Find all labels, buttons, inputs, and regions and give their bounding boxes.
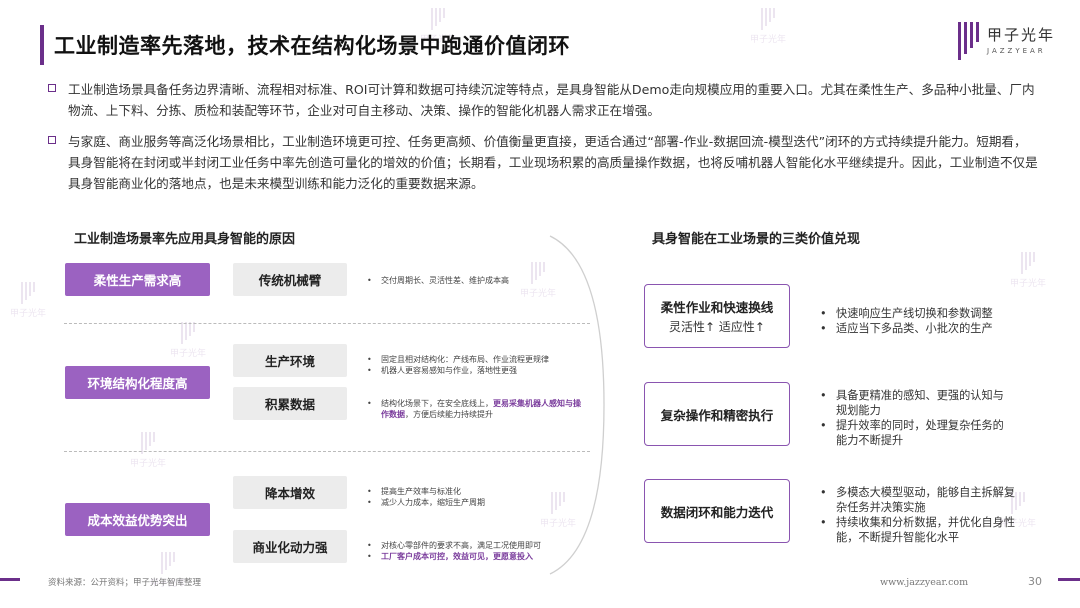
note-item: 适应当下多品类、小批次的生产 — [820, 321, 1020, 336]
reason-label-flexible-production: 柔性生产需求高 — [65, 263, 210, 296]
intro-text-2: 与家庭、商业服务等高泛化场景相比，工业制造环境更可控、任务更高频、价值衡量更直接… — [68, 134, 1038, 191]
square-bullet-icon — [48, 84, 56, 92]
watermark-logo: 甲子光年 — [10, 282, 46, 319]
left-section-title: 工业制造场景率先应用具身智能的原因 — [74, 232, 296, 247]
factor-cost-reduction: 降本增效 — [233, 476, 347, 509]
intro-bullet-1: 工业制造场景具备任务边界清晰、流程相对标准、ROI可计算和数据可持续沉淀等特点，… — [48, 79, 1038, 121]
brand-logo: 甲子光年 JAZZYEAR — [958, 22, 1055, 60]
value-notes-complex-operation: 具备更精准的感知、更强的认知与规划能力 提升效率的同时，处理复杂任务的能力不断提… — [820, 388, 1012, 448]
value-box-flexible-operation: 柔性作业和快速换线 灵活性↑ 适应性↑ — [644, 284, 790, 348]
factor-traditional-robot-arm: 传统机械臂 — [233, 263, 347, 296]
value-notes-data-loop: 多模态大模型驱动，能够自主拆解复杂任务并决策实施 持续收集和分析数据，并优化自身… — [820, 485, 1018, 545]
title-accent-bar — [40, 25, 44, 65]
value-notes-flexible-operation: 快速响应生产线切换和参数调整 适应当下多品类、小批次的生产 — [820, 306, 1020, 336]
footer-source: 资料来源：公开资料；甲子光年智库整理 — [48, 578, 202, 588]
note-item: 对核心零部件的要求不高，满足工况使用即可 — [367, 540, 582, 551]
watermark-logo: 甲子光年 — [1010, 252, 1046, 289]
note-text: 结构化场景下，在安全底线上， — [381, 399, 493, 408]
logo-text-en: JAZZYEAR — [987, 47, 1046, 55]
note-item: 工厂客户成本可控，效益可见，更愿意投入 — [367, 551, 582, 562]
square-bullet-icon — [48, 136, 56, 144]
notes-commercial-drive: 对核心零部件的要求不高，满足工况使用即可 工厂客户成本可控，效益可见，更愿意投入 — [367, 540, 582, 562]
divider — [64, 451, 590, 452]
value-name: 数据闭环和能力迭代 — [660, 504, 774, 520]
notes-cost-reduction: 提高生产效率与标准化 减少人力成本，缩短生产周期 — [367, 486, 582, 508]
notes-production-environment: 固定且相对结构化：产线布局、作业流程更规律 机器人更容易感知与作业，落地性更强 — [367, 354, 582, 376]
note-item: 快速响应生产线切换和参数调整 — [820, 306, 1020, 321]
value-sub: 灵活性↑ 适应性↑ — [669, 320, 765, 334]
note-item: 具备更精准的感知、更强的认知与规划能力 — [820, 388, 1012, 418]
divider — [64, 323, 590, 324]
note-item: 交付周期长、灵活性差、维护成本高 — [367, 275, 577, 286]
title-bar: 工业制造率先落地，技术在结构化场景中跑通价值闭环 — [40, 24, 570, 66]
reason-label-cost-benefit: 成本效益优势突出 — [65, 503, 210, 536]
page-number: 30 — [1028, 575, 1042, 588]
note-highlight: 工厂客户成本可控，效益可见，更愿意投入 — [381, 552, 533, 561]
factor-production-environment: 生产环境 — [233, 344, 347, 377]
intro-bullet-2: 与家庭、商业服务等高泛化场景相比，工业制造环境更可控、任务更高频、价值衡量更直接… — [48, 131, 1038, 194]
value-name: 柔性作业和快速换线 — [660, 300, 774, 315]
note-highlight: 更易采集机器人感知与操作数据 — [381, 399, 581, 419]
logo-mark-icon — [958, 22, 979, 60]
footer-accent-left — [0, 578, 20, 581]
note-item: 持续收集和分析数据，并优化自身性能，不断提升智能化水平 — [820, 515, 1018, 545]
value-name: 复杂操作和精密执行 — [660, 407, 774, 423]
right-section-title: 具身智能在工业场景的三类价值兑现 — [652, 232, 861, 247]
value-box-complex-operation: 复杂操作和精密执行 — [644, 382, 790, 446]
note-item: 机器人更容易感知与作业，落地性更强 — [367, 365, 582, 376]
intro-text-1: 工业制造场景具备任务边界清晰、流程相对标准、ROI可计算和数据可持续沉淀等特点，… — [68, 82, 1035, 118]
note-text: ，方便后续能力持续提升 — [405, 410, 493, 419]
notes-accumulate-data: 结构化场景下，在安全底线上，更易采集机器人感知与操作数据，方便后续能力持续提升 — [367, 398, 582, 420]
footer-url[interactable]: www.jazzyear.com — [880, 577, 969, 588]
factor-commercial-drive: 商业化动力强 — [233, 530, 347, 563]
note-item: 多模态大模型驱动，能够自主拆解复杂任务并决策实施 — [820, 485, 1018, 515]
watermark-logo: 甲子光年 — [750, 8, 786, 45]
note-item: 结构化场景下，在安全底线上，更易采集机器人感知与操作数据，方便后续能力持续提升 — [367, 398, 582, 420]
factor-accumulate-data: 积累数据 — [233, 387, 347, 420]
note-item: 提高生产效率与标准化 — [367, 486, 582, 497]
reason-label-structured-environment: 环境结构化程度高 — [65, 366, 210, 399]
watermark-logo: 甲子光年 — [170, 322, 206, 359]
page-title: 工业制造率先落地，技术在结构化场景中跑通价值闭环 — [54, 34, 570, 58]
value-box-data-loop: 数据闭环和能力迭代 — [644, 479, 790, 543]
notes-traditional-robot-arm: 交付周期长、灵活性差、维护成本高 — [367, 275, 577, 286]
logo-text-cn: 甲子光年 — [987, 26, 1056, 44]
note-item: 提升效率的同时，处理复杂任务的能力不断提升 — [820, 418, 1012, 448]
note-item: 减少人力成本，缩短生产周期 — [367, 497, 582, 508]
footer-accent-right — [1058, 578, 1080, 581]
note-item: 固定且相对结构化：产线布局、作业流程更规律 — [367, 354, 582, 365]
